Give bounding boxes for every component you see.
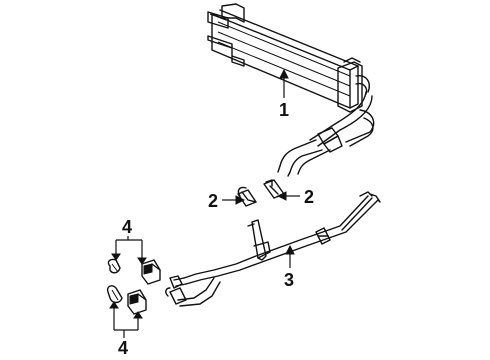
callout-number: 3 bbox=[284, 270, 294, 290]
cooler-lines bbox=[165, 191, 381, 307]
oil-cooler bbox=[207, 3, 375, 177]
callout-number: 4 bbox=[122, 217, 132, 237]
clip-large-bottom bbox=[127, 289, 147, 315]
callout-clips-bottom: 4 bbox=[109, 301, 143, 358]
callout-number: 2 bbox=[304, 187, 314, 207]
callout-lines: 3 bbox=[284, 244, 295, 290]
clip-large-top bbox=[141, 259, 161, 285]
callout-number: 4 bbox=[118, 338, 128, 358]
clip-small-bottom bbox=[106, 285, 123, 304]
callout-number: 2 bbox=[208, 191, 218, 211]
connector-left bbox=[237, 186, 257, 207]
callout-number: 1 bbox=[279, 100, 289, 120]
callout-clips-top: 4 bbox=[111, 217, 147, 265]
callout-cooler: 1 bbox=[279, 68, 289, 120]
callout-connector-right: 2 bbox=[276, 187, 314, 207]
clip-small-top bbox=[107, 258, 121, 274]
callout-connector-left: 2 bbox=[208, 191, 246, 211]
